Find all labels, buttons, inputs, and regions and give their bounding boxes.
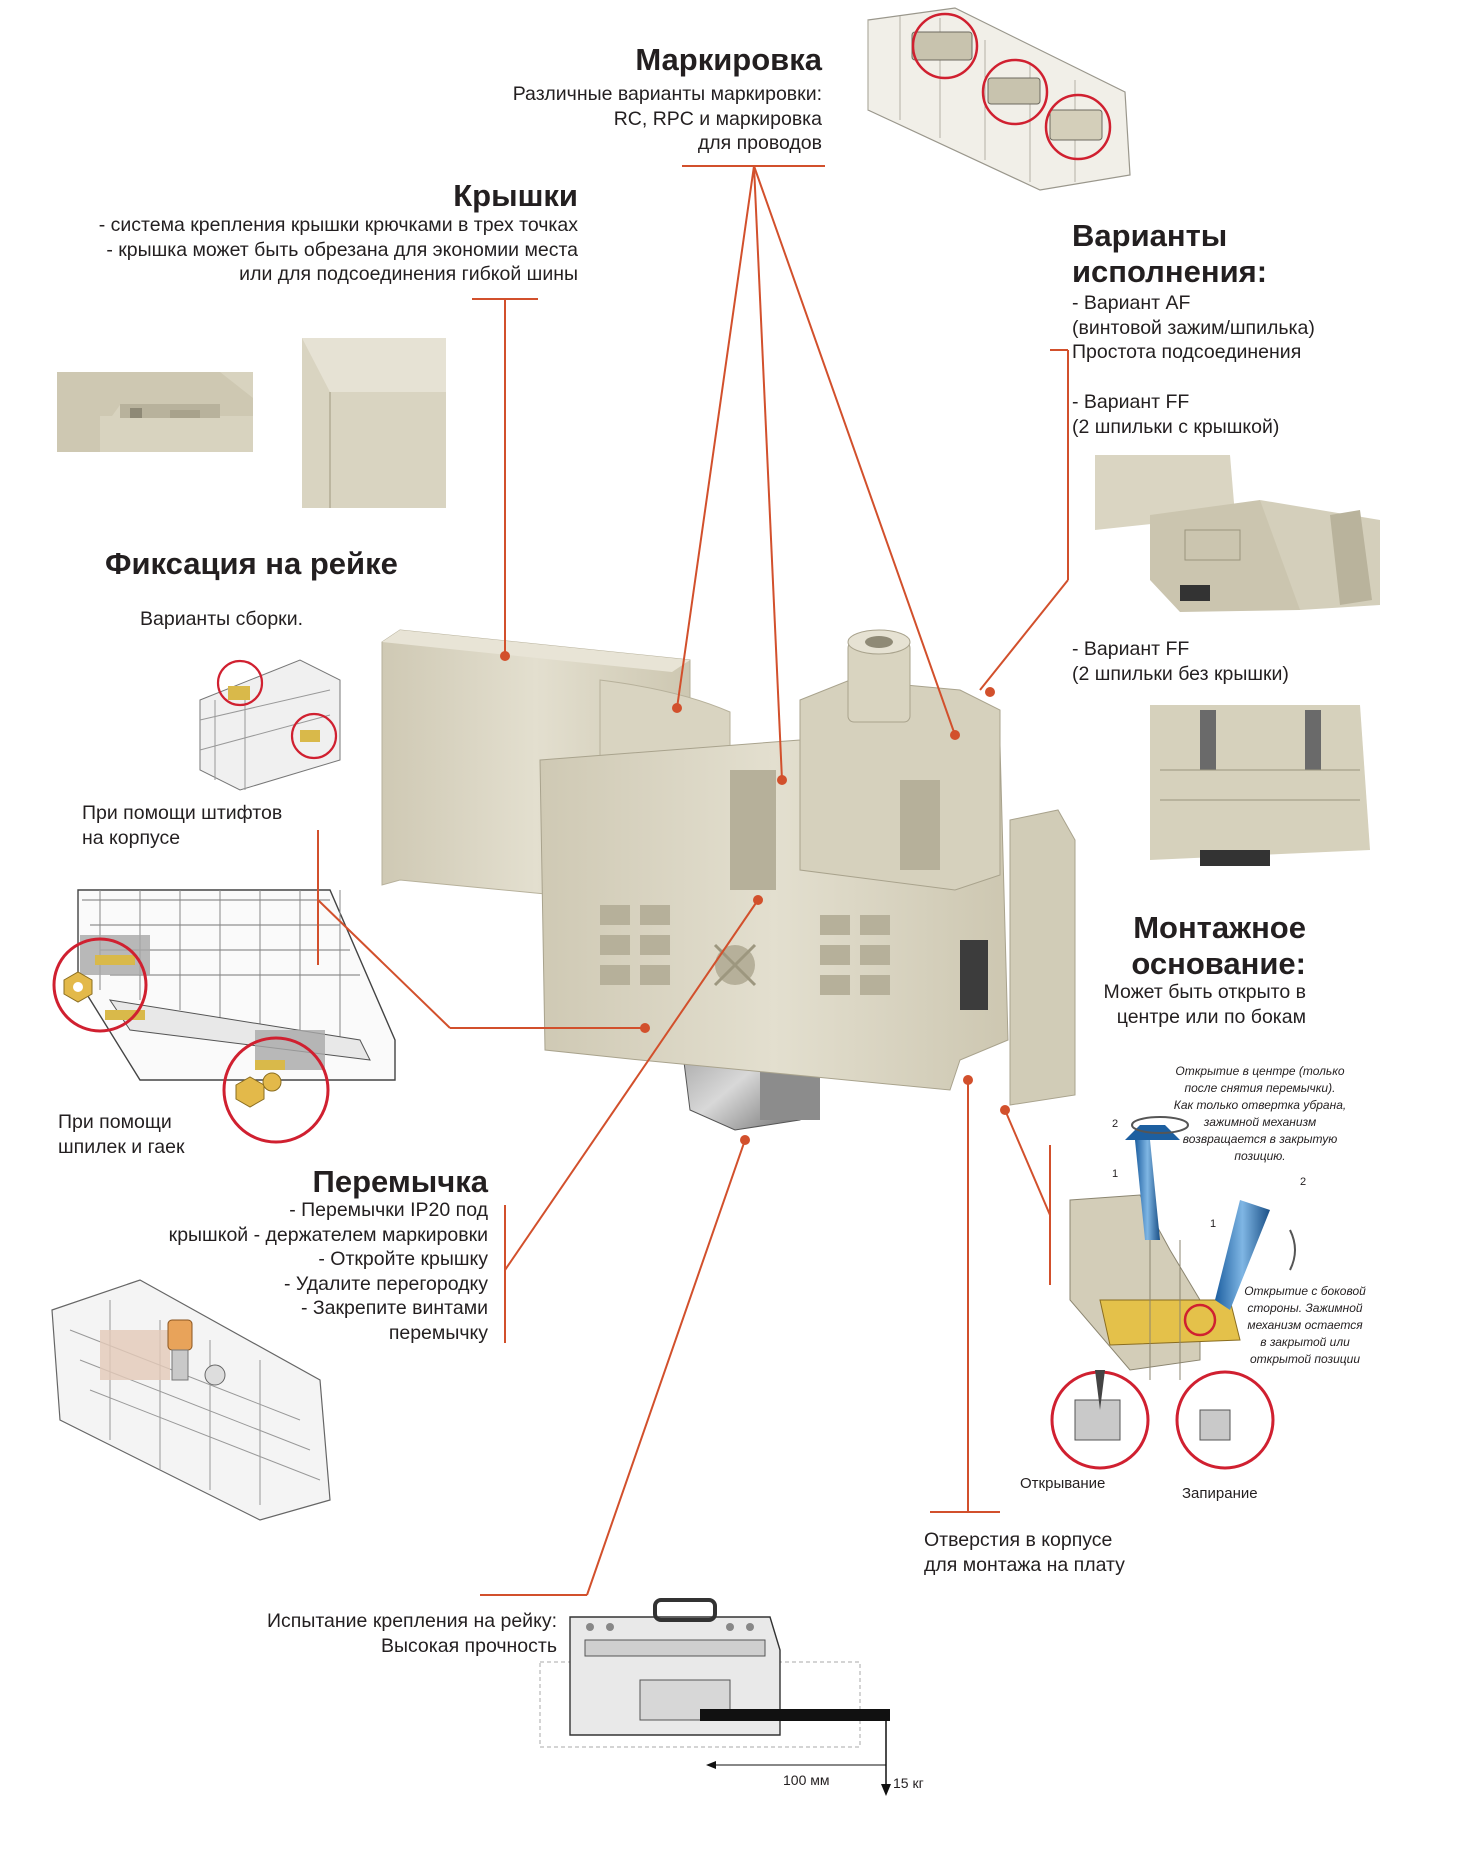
marking-line: Различные варианты маркировки: bbox=[512, 83, 822, 105]
opening-caption: Открывание bbox=[1020, 1475, 1106, 1492]
variant-af-line: - Вариант AF bbox=[1072, 292, 1191, 314]
note-side-line: Открытие с боковой bbox=[1244, 1284, 1366, 1298]
base-title: Монтажное основание: bbox=[1060, 910, 1306, 982]
base-description: Может быть открыто в центре или по бокам bbox=[1040, 980, 1306, 1029]
note-side-line: в закрытой или bbox=[1260, 1335, 1350, 1349]
step-1-label-center: 1 bbox=[1112, 1168, 1119, 1180]
variant-ff-cover-photo bbox=[1095, 455, 1380, 612]
base-title-line: Монтажное bbox=[1133, 910, 1306, 945]
rail-fix-title: Фиксация на рейке bbox=[105, 546, 398, 581]
marking-line: для проводов bbox=[697, 132, 822, 154]
pins-label-line: на корпусе bbox=[82, 826, 181, 849]
note-center-line: Открытие в центре (только bbox=[1175, 1064, 1345, 1078]
variant-ff-nocover-photo bbox=[1150, 705, 1370, 866]
leader-lines bbox=[317, 165, 1069, 1596]
note-center-line: зажимной механизм bbox=[1203, 1115, 1317, 1129]
holes-description: Отверстия в корпусе для монтажа на плату bbox=[924, 1528, 1125, 1577]
terminal-block-main bbox=[381, 629, 1076, 1131]
variant-ff-nocover-line: - Вариант FF bbox=[1072, 638, 1190, 660]
jumper-line: крышкой - держателем маркировки bbox=[168, 1223, 488, 1246]
note-side-line: открытой позиции bbox=[1250, 1352, 1360, 1366]
variant-af-line: (винтовой зажим/шпилька) bbox=[1072, 316, 1315, 339]
variant-af-line: Простота подсоединения bbox=[1072, 341, 1302, 363]
jumper-line: перемычку bbox=[388, 1321, 488, 1344]
rail-assembly-illustration bbox=[199, 659, 341, 791]
jumper-line: - Перемычки IP20 под bbox=[289, 1199, 488, 1221]
jumper-line: - Откройте крышку bbox=[318, 1248, 488, 1270]
cover-photo-side bbox=[57, 372, 253, 452]
step-1-label-side: 1 bbox=[1210, 1218, 1217, 1230]
variants-title-line: Варианты bbox=[1072, 218, 1228, 253]
pins-label-line: При помощи штифтов bbox=[82, 802, 283, 824]
variant-ff-cover-line: (2 шпильки с крышкой) bbox=[1072, 415, 1280, 438]
base-note-center: Открытие в центре (только после снятия п… bbox=[1160, 1063, 1360, 1165]
variant-ff-nocover-line: (2 шпильки без крышки) bbox=[1072, 662, 1289, 685]
test-load: 15 кг bbox=[893, 1775, 924, 1791]
base-line: центре или по бокам bbox=[1116, 1005, 1306, 1028]
rail-fix-pins-label: При помощи штифтов на корпусе bbox=[82, 801, 282, 850]
studs-label-line: шпилек и гаек bbox=[58, 1135, 185, 1158]
variants-title: Варианты исполнения: bbox=[1072, 218, 1267, 290]
covers-line: или для подсоединения гибкой шины bbox=[239, 263, 578, 285]
test-description: Испытание крепления на рейку: Высокая пр… bbox=[200, 1609, 557, 1658]
note-center-line: Как только отвертка убрана, bbox=[1173, 1098, 1347, 1112]
cover-photo-corner bbox=[302, 338, 446, 508]
marking-title: Маркировка bbox=[635, 42, 822, 77]
variant-ff-cover-line: - Вариант FF bbox=[1072, 391, 1190, 413]
note-center-line: после снятия перемычки). bbox=[1184, 1081, 1336, 1095]
variants-title-line: исполнения: bbox=[1072, 254, 1268, 289]
holes-line: для монтажа на плату bbox=[924, 1553, 1125, 1576]
marking-line: RC, RPC и маркировка bbox=[613, 107, 822, 130]
base-note-side: Открытие с боковой стороны. Зажимной мех… bbox=[1230, 1283, 1380, 1368]
jumper-line: - Закрепите винтами bbox=[300, 1297, 488, 1319]
note-side-line: механизм остается bbox=[1247, 1318, 1363, 1332]
covers-line: - система крепления крышки крючками в тр… bbox=[98, 214, 578, 236]
test-line: Высокая прочность bbox=[380, 1634, 557, 1657]
step-2-label-side: 2 bbox=[1300, 1176, 1307, 1188]
rail-test-drawing bbox=[539, 1598, 891, 1796]
test-line: Испытание крепления на рейку: bbox=[267, 1610, 557, 1632]
variant-af-description: - Вариант AF (винтовой зажим/шпилька) Пр… bbox=[1072, 291, 1315, 365]
note-side-line: стороны. Зажимной bbox=[1247, 1301, 1363, 1315]
base-line: Может быть открыто в bbox=[1103, 981, 1306, 1003]
note-center-line: возвращается в закрытую bbox=[1182, 1132, 1338, 1146]
marking-illustration bbox=[867, 7, 1131, 191]
rail-fix-studs-label: При помощи шпилек и гаек bbox=[58, 1110, 184, 1159]
base-title-line: основание: bbox=[1131, 946, 1306, 981]
pins-studs-illustration bbox=[52, 889, 396, 1144]
covers-description: - система крепления крышки крючками в тр… bbox=[40, 213, 578, 287]
jumper-description: - Перемычки IP20 под крышкой - держателе… bbox=[100, 1198, 488, 1345]
jumper-line: - Удалите перегородку bbox=[283, 1272, 488, 1295]
covers-title: Крышки bbox=[453, 178, 578, 213]
studs-label-line: При помощи bbox=[58, 1111, 172, 1133]
variant-ff-cover-description: - Вариант FF (2 шпильки с крышкой) bbox=[1072, 390, 1279, 439]
variant-ff-nocover-description: - Вариант FF (2 шпильки без крышки) bbox=[1072, 637, 1289, 686]
test-distance: 100 мм bbox=[783, 1772, 830, 1788]
rail-fix-subtitle: Варианты сборки. bbox=[140, 608, 304, 630]
jumper-title: Перемычка bbox=[312, 1164, 488, 1199]
step-2-label-center: 2 bbox=[1112, 1118, 1119, 1130]
note-center-line: позицию. bbox=[1234, 1149, 1286, 1163]
locking-caption: Запирание bbox=[1182, 1485, 1258, 1502]
holes-line: Отверстия в корпусе bbox=[924, 1529, 1113, 1551]
covers-line: - крышка может быть обрезана для экономи… bbox=[106, 238, 578, 261]
marking-description: Различные варианты маркировки: RC, RPC и… bbox=[440, 82, 822, 156]
leader-dots bbox=[500, 651, 1010, 1145]
